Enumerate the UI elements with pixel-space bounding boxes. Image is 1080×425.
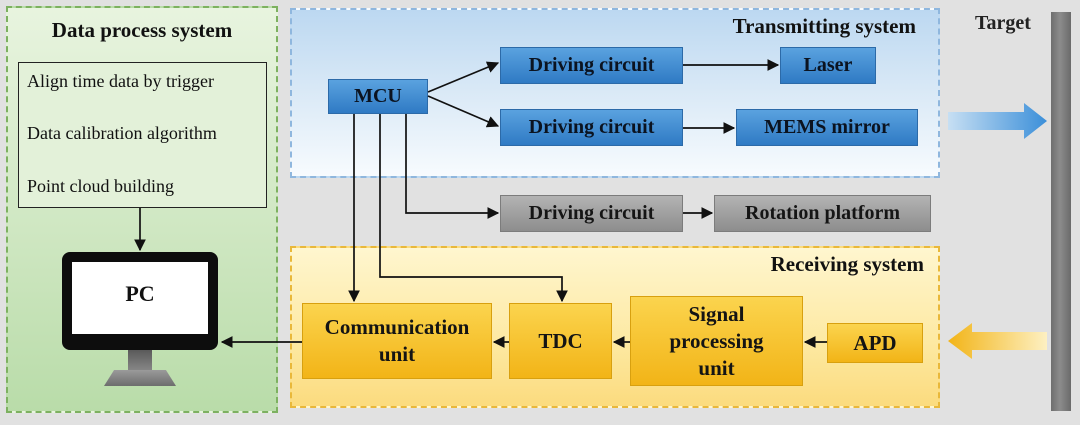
receiving-system-title: Receiving system (770, 252, 924, 276)
receive-beam-arrow (948, 323, 1047, 359)
pc-label: PC (125, 281, 155, 306)
data-process-system-title: Data process system (51, 18, 233, 42)
pc-monitor-stand (104, 370, 176, 386)
transmitting-system-region: Transmitting system (290, 8, 940, 178)
communication-unit-block: Communication unit (302, 303, 492, 379)
step-align-time-data: Align time data by trigger (27, 71, 214, 91)
laser-block: Laser (780, 47, 876, 84)
rotation-platform-block: Rotation platform (714, 195, 931, 232)
signal-processing-unit-block: Signal processing unit (630, 296, 803, 386)
pc-monitor-icon: PC (62, 252, 218, 350)
transmit-beam-arrow (948, 103, 1047, 139)
step-data-calibration: Data calibration algorithm (27, 123, 217, 143)
target-surface (1051, 12, 1071, 411)
apd-block: APD (827, 323, 923, 363)
target-label: Target (975, 12, 1031, 34)
transmitting-system-title: Transmitting system (732, 14, 916, 38)
step-point-cloud-building: Point cloud building (27, 176, 175, 196)
mems-mirror-block: MEMS mirror (736, 109, 918, 146)
data-processing-steps-box: Align time data by trigger Data calibrat… (18, 62, 267, 208)
mems-driving-circuit-block: Driving circuit (500, 109, 683, 146)
rotation-driving-circuit-block: Driving circuit (500, 195, 683, 232)
laser-driving-circuit-block: Driving circuit (500, 47, 683, 84)
pc-monitor-neck (128, 350, 152, 372)
mcu-block: MCU (328, 79, 428, 114)
tdc-block: TDC (509, 303, 612, 379)
